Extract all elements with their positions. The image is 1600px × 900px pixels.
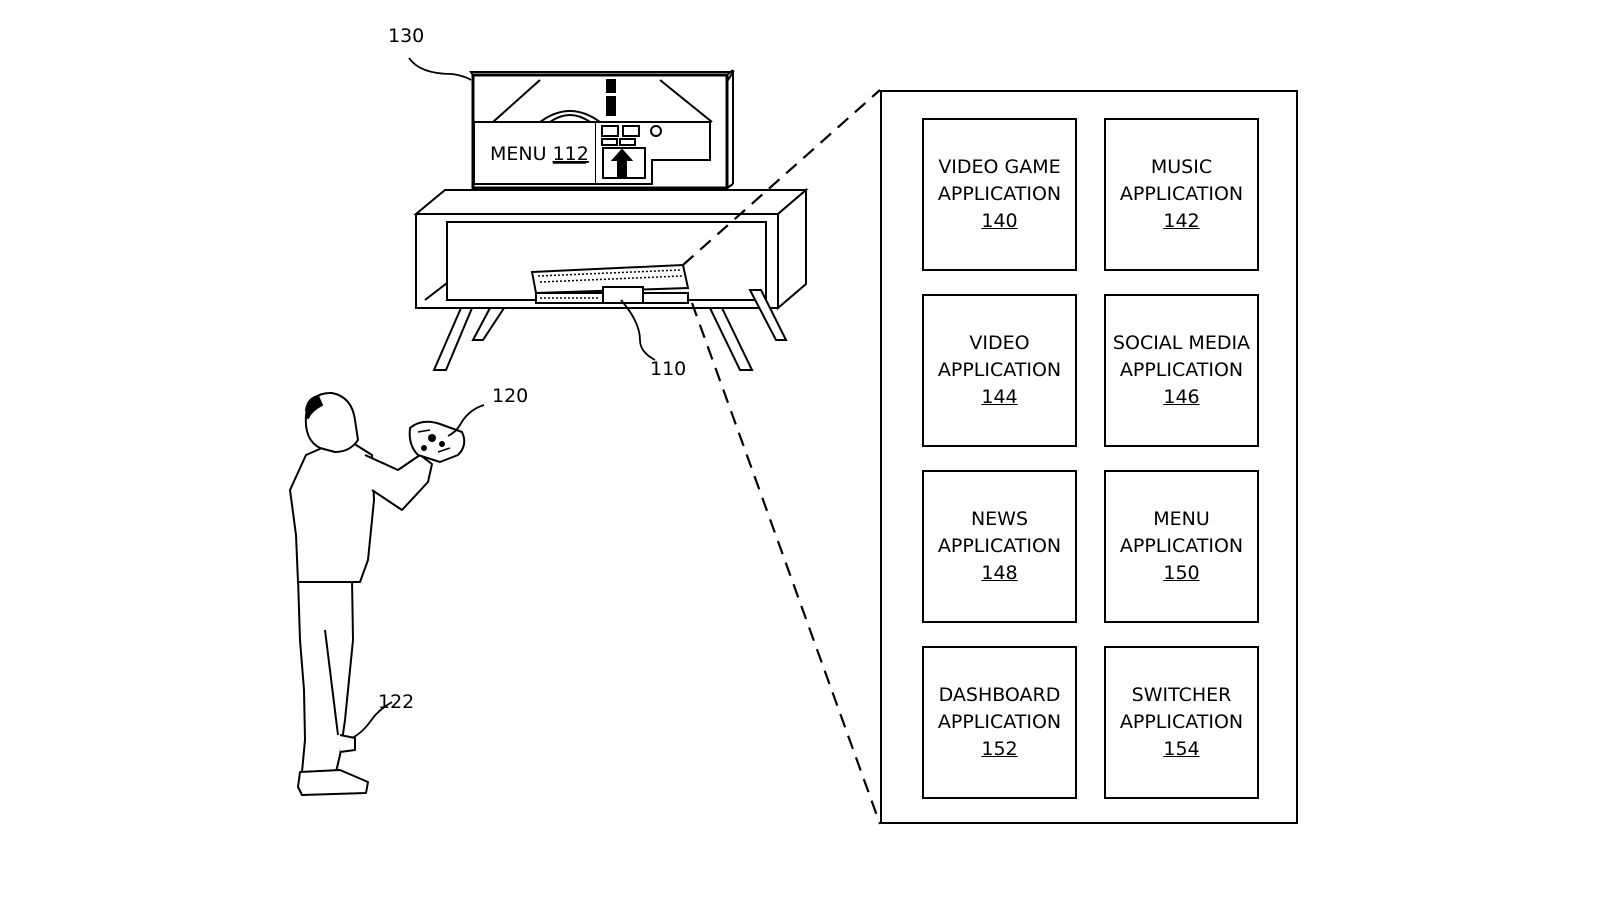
app-ref-number: 146 — [1163, 384, 1199, 411]
app-name-line-1: SWITCHER — [1132, 682, 1232, 709]
menu-label: MENU 112 — [490, 143, 589, 165]
app-box-social-media: SOCIAL MEDIA APPLICATION 146 — [1104, 294, 1259, 447]
ref-label-122: 122 — [378, 691, 414, 713]
app-box-switcher: SWITCHER APPLICATION 154 — [1104, 646, 1259, 799]
app-ref-number: 150 — [1163, 560, 1199, 587]
ref-label-130: 130 — [388, 25, 424, 47]
app-name-line-1: SOCIAL MEDIA — [1113, 330, 1250, 357]
app-name-line-2: APPLICATION — [1120, 181, 1243, 208]
app-name-line-1: VIDEO GAME — [938, 154, 1060, 181]
app-box-news: NEWS APPLICATION 148 — [922, 470, 1077, 623]
app-ref-number: 152 — [981, 736, 1017, 763]
user-figure — [290, 393, 464, 795]
app-name-line-2: APPLICATION — [1120, 533, 1243, 560]
application-panel: VIDEO GAME APPLICATION 140 MUSIC APPLICA… — [880, 90, 1298, 824]
ref-label-120: 120 — [492, 385, 528, 407]
app-name-line-1: VIDEO — [969, 330, 1029, 357]
app-name-line-1: NEWS — [971, 506, 1028, 533]
app-box-music: MUSIC APPLICATION 142 — [1104, 118, 1259, 271]
app-name-line-2: APPLICATION — [938, 709, 1061, 736]
menu-label-number: 112 — [553, 143, 589, 165]
app-ref-number: 140 — [981, 208, 1017, 235]
app-name-line-1: MUSIC — [1151, 154, 1212, 181]
app-ref-number: 154 — [1163, 736, 1199, 763]
app-ref-number: 148 — [981, 560, 1017, 587]
app-box-video-game: VIDEO GAME APPLICATION 140 — [922, 118, 1077, 271]
game-console — [532, 265, 688, 303]
app-name-line-2: APPLICATION — [938, 357, 1061, 384]
app-box-video: VIDEO APPLICATION 144 — [922, 294, 1077, 447]
app-ref-number: 144 — [981, 384, 1017, 411]
app-name-line-2: APPLICATION — [938, 181, 1061, 208]
app-name-line-2: APPLICATION — [1120, 709, 1243, 736]
ref-label-110: 110 — [650, 358, 686, 380]
app-name-line-1: MENU — [1153, 506, 1210, 533]
app-box-menu: MENU APPLICATION 150 — [1104, 470, 1259, 623]
menu-label-word: MENU — [490, 143, 547, 165]
app-ref-number: 142 — [1163, 208, 1199, 235]
app-name-line-2: APPLICATION — [938, 533, 1061, 560]
app-name-line-2: APPLICATION — [1120, 357, 1243, 384]
app-box-dashboard: DASHBOARD APPLICATION 152 — [922, 646, 1077, 799]
app-name-line-1: DASHBOARD — [939, 682, 1061, 709]
